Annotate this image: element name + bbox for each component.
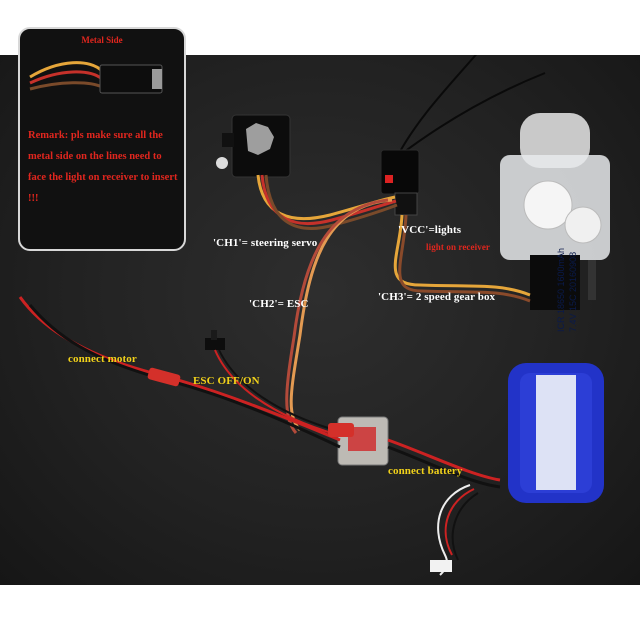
battery-label: ICR 18650 1600mAh 7.4V 15C 20160908 [555,248,579,332]
inset-title: Metal Side [81,35,123,45]
gearbox [500,113,610,310]
receiver [380,149,420,216]
connect-battery-label: connect battery [388,465,463,477]
connect-motor-label: connect motor [68,353,137,365]
battery-line-1: ICR 18650 1600mAh [556,247,566,332]
receiver-light-label: light on receiver [426,242,491,252]
balance-plug [430,560,452,572]
ch3-label: 'CH3'= 2 speed gear box [378,291,496,303]
esc-onoff-label: ESC OFF/ON [193,375,260,387]
components-illustration [18,55,610,576]
steering-servo [216,114,291,178]
photo-background [0,55,640,585]
antenna-wire [399,72,546,156]
inset-note: Remark: pls make sure all the metal side… [28,130,178,204]
battery [508,363,604,503]
ch2-label: 'CH2'= ESC [249,298,309,310]
vcc-label: 'VCC'=lights [398,224,462,236]
metal-side-inset: Metal Side Remark: pls make sure all the… [18,27,186,251]
connector-closeup [29,61,163,94]
motor-connector [147,367,181,387]
esc-switch [205,330,339,436]
battery-line-2: 7.4V 15C 20160908 [568,251,578,332]
battery-connector [328,423,354,437]
antenna-wire [397,55,477,156]
ch1-label: 'CH1'= steering servo [213,237,318,249]
